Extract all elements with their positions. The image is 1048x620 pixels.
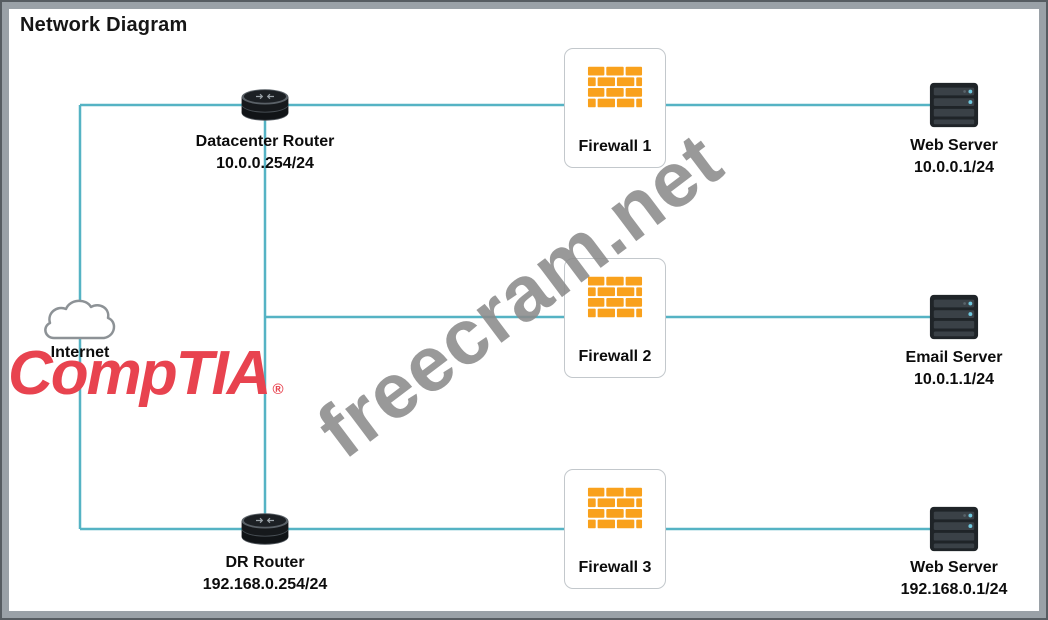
node-ip: 10.0.0.1/24: [913, 159, 995, 176]
node-internet-label: Internet: [20, 342, 140, 364]
node-web-server-2-label: Web Server 192.168.0.1/24: [864, 557, 1044, 601]
node-name: Firewall 1: [578, 138, 652, 155]
node-name: Datacenter Router: [195, 133, 335, 150]
email-server-icon: [929, 294, 979, 340]
firewall-icon: [587, 66, 643, 108]
web-server-2-icon: [929, 506, 979, 552]
node-firewall-2: Firewall 2: [564, 258, 666, 378]
internet-cloud-icon: [44, 299, 116, 340]
web-server-1-icon: [929, 82, 979, 128]
firewall-icon: [587, 276, 643, 318]
node-dr-router-label: DR Router 192.168.0.254/24: [160, 552, 370, 596]
firewall-icon: [587, 487, 643, 529]
registered-mark: ®: [272, 381, 284, 398]
node-ip: 10.0.1.1/24: [913, 371, 995, 388]
diagram-canvas: [9, 9, 1039, 611]
node-datacenter-router-label: Datacenter Router 10.0.0.254/24: [160, 131, 370, 175]
node-name: Firewall 3: [578, 559, 652, 576]
dr-router-icon: [241, 513, 289, 545]
comptia-logo-watermark: CompTIA®: [8, 338, 284, 409]
node-firewall-1: Firewall 1: [564, 48, 666, 168]
datacenter-router-icon: [241, 89, 289, 121]
node-web-server-1-label: Web Server 10.0.0.1/24: [864, 135, 1044, 179]
node-firewall-3: Firewall 3: [564, 469, 666, 589]
page-title: Network Diagram: [20, 14, 188, 36]
node-ip: 10.0.0.254/24: [216, 155, 314, 172]
node-ip: 192.168.0.254/24: [202, 576, 328, 593]
node-name: DR Router: [225, 554, 305, 571]
comptia-logo-text: CompTIA: [8, 339, 272, 408]
node-name: Email Server: [905, 349, 1003, 366]
node-name: Web Server: [910, 559, 998, 576]
node-email-server-label: Email Server 10.0.1.1/24: [864, 347, 1044, 391]
node-name: Internet: [50, 344, 110, 361]
node-name: Firewall 2: [578, 348, 652, 365]
node-ip: 192.168.0.1/24: [900, 581, 1008, 598]
node-name: Web Server: [910, 137, 998, 154]
